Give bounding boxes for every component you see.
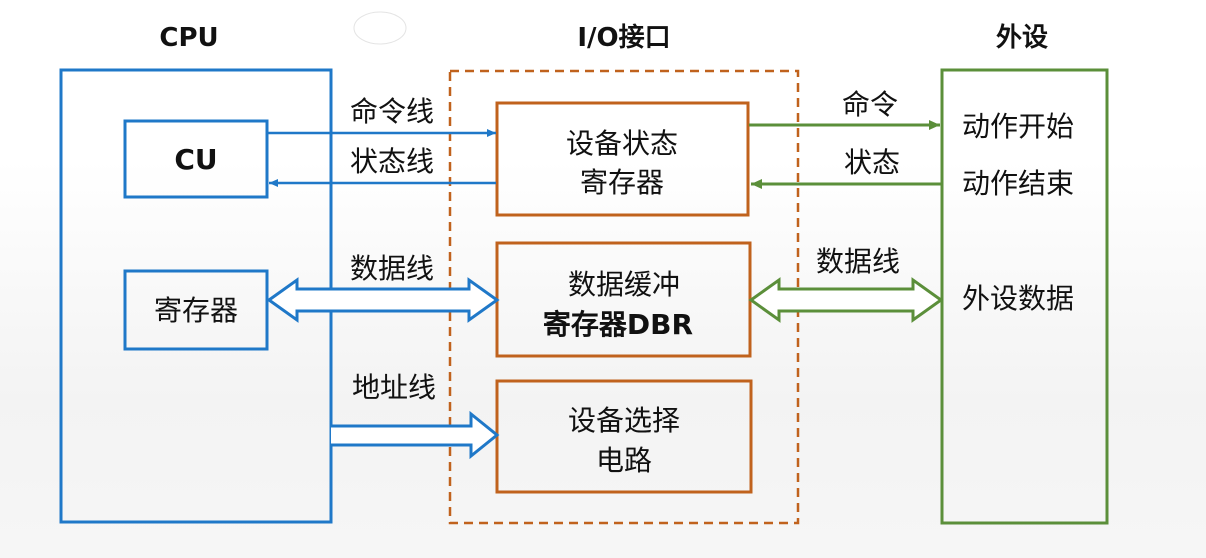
action-start-label: 动作开始 <box>962 110 1074 143</box>
status-line-label: 状态线 <box>350 145 434 178</box>
address-line-label: 地址线 <box>352 371 436 404</box>
cpu-data-line-arrow <box>266 277 500 323</box>
device-select-line1: 设备选择 <box>568 404 680 437</box>
data-buffer-line1: 数据缓冲 <box>568 268 680 301</box>
cu-box <box>123 119 269 199</box>
cpu-register-box <box>123 269 269 351</box>
device-heading: 外设 <box>996 23 1048 53</box>
device-select-line2: 电路 <box>596 444 652 477</box>
status-register-box <box>495 101 750 217</box>
device-data-label: 外设数据 <box>962 282 1074 315</box>
decorative-blob <box>353 11 407 45</box>
cpu-data-line-label: 数据线 <box>350 252 434 285</box>
data-buffer-line2: 寄存器DBR <box>543 308 693 341</box>
status-register-line2: 寄存器 <box>580 166 664 199</box>
cpu-heading: CPU <box>159 23 218 53</box>
address-line-arrow <box>331 410 500 460</box>
device-status-label: 状态 <box>844 146 900 179</box>
io-interface-heading: I/O接口 <box>577 23 670 53</box>
command-line-label: 命令线 <box>350 95 434 128</box>
status-register-line1: 设备状态 <box>566 127 678 160</box>
cu-label: CU <box>174 143 217 176</box>
device-command-label: 命令 <box>842 88 898 121</box>
action-end-label: 动作结束 <box>962 167 1074 200</box>
device-data-line-label: 数据线 <box>816 245 900 278</box>
device-box <box>940 68 1109 525</box>
device-data-line-arrow <box>748 277 944 323</box>
cpu-register-label: 寄存器 <box>154 294 238 327</box>
